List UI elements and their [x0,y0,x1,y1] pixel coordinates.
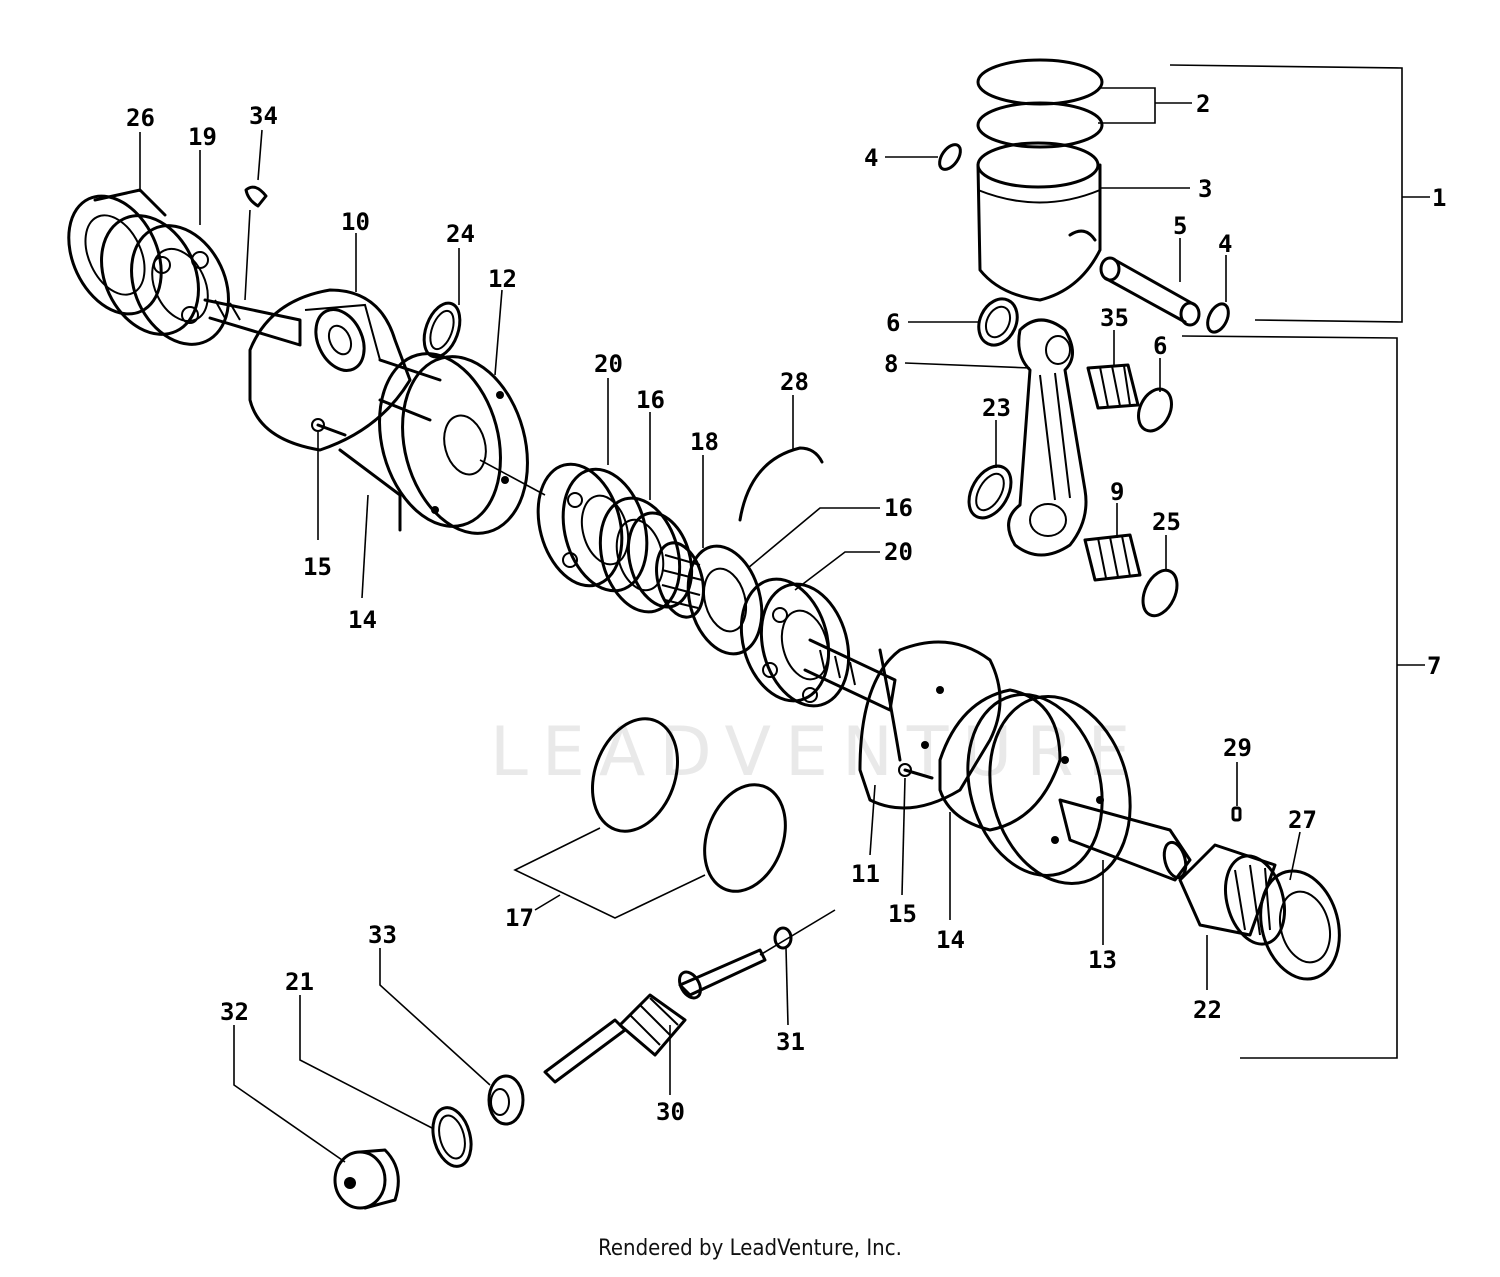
part-9-needle-bearing [1083,533,1142,582]
callout-14-right: 14 [936,926,965,954]
part-8-connecting-rod [1007,318,1088,557]
callout-11: 11 [851,860,880,888]
callout-17: 17 [505,904,534,932]
part-13-drive-shaft [966,693,1192,885]
callout-10: 10 [341,208,370,236]
crankshaft-left-shaft [203,298,302,347]
callout-6-lower: 6 [1153,332,1167,360]
part-19-ball-bearing [100,214,230,346]
part-6-thrust-washer-lower [1137,387,1173,433]
shaft-centerline-left [479,459,546,496]
callout-14-left: 14 [348,606,377,634]
part-12-crank-web [338,352,529,535]
part-4-circlip-upper [938,143,962,171]
part-5-piston-pin [1099,256,1201,327]
callout-34: 34 [249,102,278,130]
part-14-crank-web-right [938,688,1062,832]
callout-20-right: 20 [884,538,913,566]
part-33-bearing [487,1074,525,1126]
part-23-thrust-washer [967,464,1013,520]
leader-lines [139,64,1430,1163]
part-2-piston-rings [976,58,1104,149]
callout-25: 25 [1152,508,1181,536]
part-10-crank-web [248,288,412,452]
callout-20-left: 20 [594,350,623,378]
part-20-ball-bearing [536,462,649,593]
part-16-oil-seal-right [686,544,764,656]
callout-28: 28 [780,368,809,396]
part-15-pin-right [898,763,934,780]
part-30-drive-gear-shaft [543,948,767,1084]
part-18-labyrinth-seal [655,541,705,619]
callout-31: 31 [776,1028,805,1056]
callout-15-right: 15 [888,900,917,928]
callout-4-lower: 4 [1218,230,1232,258]
part-6-thrust-washer-upper [977,297,1019,347]
callout-1: 1 [1432,184,1446,212]
callout-5: 5 [1173,212,1187,240]
footer-credit: Rendered by LeadVenture, Inc. [598,1236,902,1261]
part-20-ball-bearing-right [739,577,851,708]
callout-4-upper: 4 [864,144,878,172]
part-29-pin [1231,806,1242,822]
callout-9: 9 [1110,478,1124,506]
part-35-needle-bearing [1086,363,1140,410]
callout-6-upper: 6 [886,309,900,337]
callout-19: 19 [188,123,217,151]
callout-13: 13 [1088,946,1117,974]
part-31-washer [773,926,793,950]
callout-27: 27 [1288,806,1317,834]
part-17-shim-set [513,717,787,919]
callout-22: 22 [1193,996,1222,1024]
callout-23: 23 [982,394,1011,422]
part-32-drive-gear [333,1148,400,1210]
part-27-oil-seal [1259,869,1341,981]
part-4-circlip-lower [1206,302,1230,334]
part-3-piston [976,141,1102,302]
part-34-woodruff-key [244,185,268,208]
callout-35: 35 [1100,304,1129,332]
callout-24: 24 [446,220,475,248]
callout-15-left: 15 [303,553,332,581]
callout-16-left: 16 [636,386,665,414]
crankshaft-right-shaft [803,638,897,712]
callout-18: 18 [690,428,719,456]
callout-16-right: 16 [884,494,913,522]
part-28-circlip [738,446,824,522]
part-25-thrust-washer [1141,568,1179,618]
callout-labels: 1 2 3 4 4 5 6 6 7 8 9 10 11 12 13 14 14 … [126,90,1446,1126]
callout-29: 29 [1223,734,1252,762]
gear-shaft-centerline [759,909,836,956]
callout-7: 7 [1427,652,1441,680]
callout-12: 12 [488,265,517,293]
callout-21: 21 [285,968,314,996]
part-11-crank-web [858,640,1002,810]
callout-32: 32 [220,998,249,1026]
callout-3: 3 [1198,175,1212,203]
callout-26: 26 [126,104,155,132]
part-22-needle-bearing [1178,843,1286,946]
callout-30: 30 [656,1098,685,1126]
part-15-pin [311,418,347,437]
callout-2: 2 [1196,90,1210,118]
part-21-circlip [431,1106,473,1168]
part-24-washer [422,301,462,359]
watermark: LEADVENTURE [490,713,1144,792]
callout-8: 8 [884,350,898,378]
callout-33: 33 [368,921,397,949]
